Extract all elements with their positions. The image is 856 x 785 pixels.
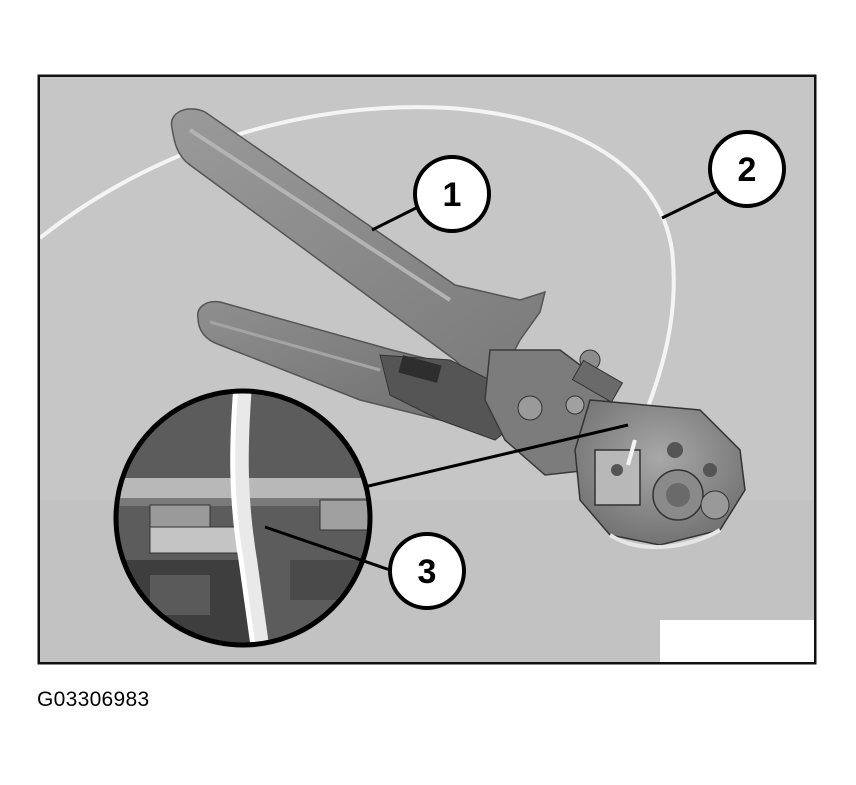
callout-1: 1 bbox=[413, 155, 491, 233]
figure-id: G03306983 bbox=[37, 688, 150, 711]
crimping-head bbox=[574, 399, 746, 550]
callout-2-leader bbox=[661, 188, 721, 220]
inset-leader-line bbox=[359, 423, 629, 490]
callout-3-number: 3 bbox=[418, 553, 437, 591]
wire-end bbox=[626, 439, 637, 466]
callout-1-number: 1 bbox=[443, 176, 462, 214]
callout-3: 3 bbox=[388, 532, 466, 610]
callout-3-leader bbox=[264, 525, 391, 572]
callout-2-number: 2 bbox=[738, 151, 757, 189]
upper-handle bbox=[170, 108, 547, 386]
callout-2: 2 bbox=[708, 130, 786, 208]
callout-1-leader bbox=[371, 205, 419, 232]
white-mask bbox=[660, 620, 814, 662]
